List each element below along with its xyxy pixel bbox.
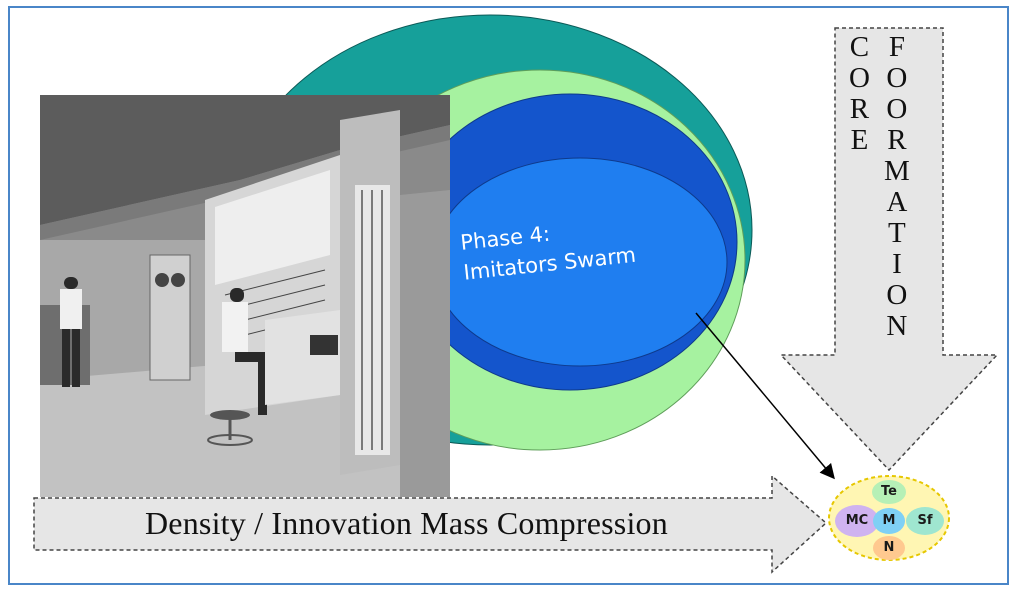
core-te-label: Te [881, 484, 897, 499]
formation-letter: T [888, 217, 906, 249]
core-m-label: M [882, 513, 896, 528]
core-n-label: N [883, 540, 895, 555]
core-formation-arrow [779, 27, 999, 472]
core-mc-circle [835, 505, 879, 537]
core-m-circle [873, 508, 905, 534]
core-letter: R [849, 93, 870, 125]
core-sf-label: Sf [917, 513, 933, 528]
formation-letter: F [888, 31, 905, 63]
diagram-frame [8, 6, 1009, 585]
formation-letter: R [887, 124, 907, 156]
core-letter: C [849, 31, 870, 63]
vintage-computer-photo [40, 95, 450, 497]
connector-arrow [695, 312, 835, 480]
formation-letter: M [884, 155, 910, 187]
formation-letter: I [892, 248, 902, 280]
formation-letter: O [886, 279, 908, 311]
core-sf-circle [906, 507, 944, 535]
core-n-circle [873, 536, 905, 560]
formation-letter: O [886, 62, 908, 94]
formation-letter: O [886, 93, 908, 125]
formation-letter: N [886, 310, 908, 342]
core-word-column: C O R E [849, 33, 870, 157]
core-te-circle [872, 480, 906, 504]
formation-word-column: F O O R M A T I O N [884, 33, 910, 343]
density-arrow [33, 474, 828, 574]
core-letter: O [849, 62, 870, 94]
core-letter: E [850, 124, 869, 156]
core-mc-label: MC [845, 513, 869, 528]
density-label: Density / Innovation Mass Compression [145, 505, 668, 541]
formation-letter: A [886, 186, 908, 218]
